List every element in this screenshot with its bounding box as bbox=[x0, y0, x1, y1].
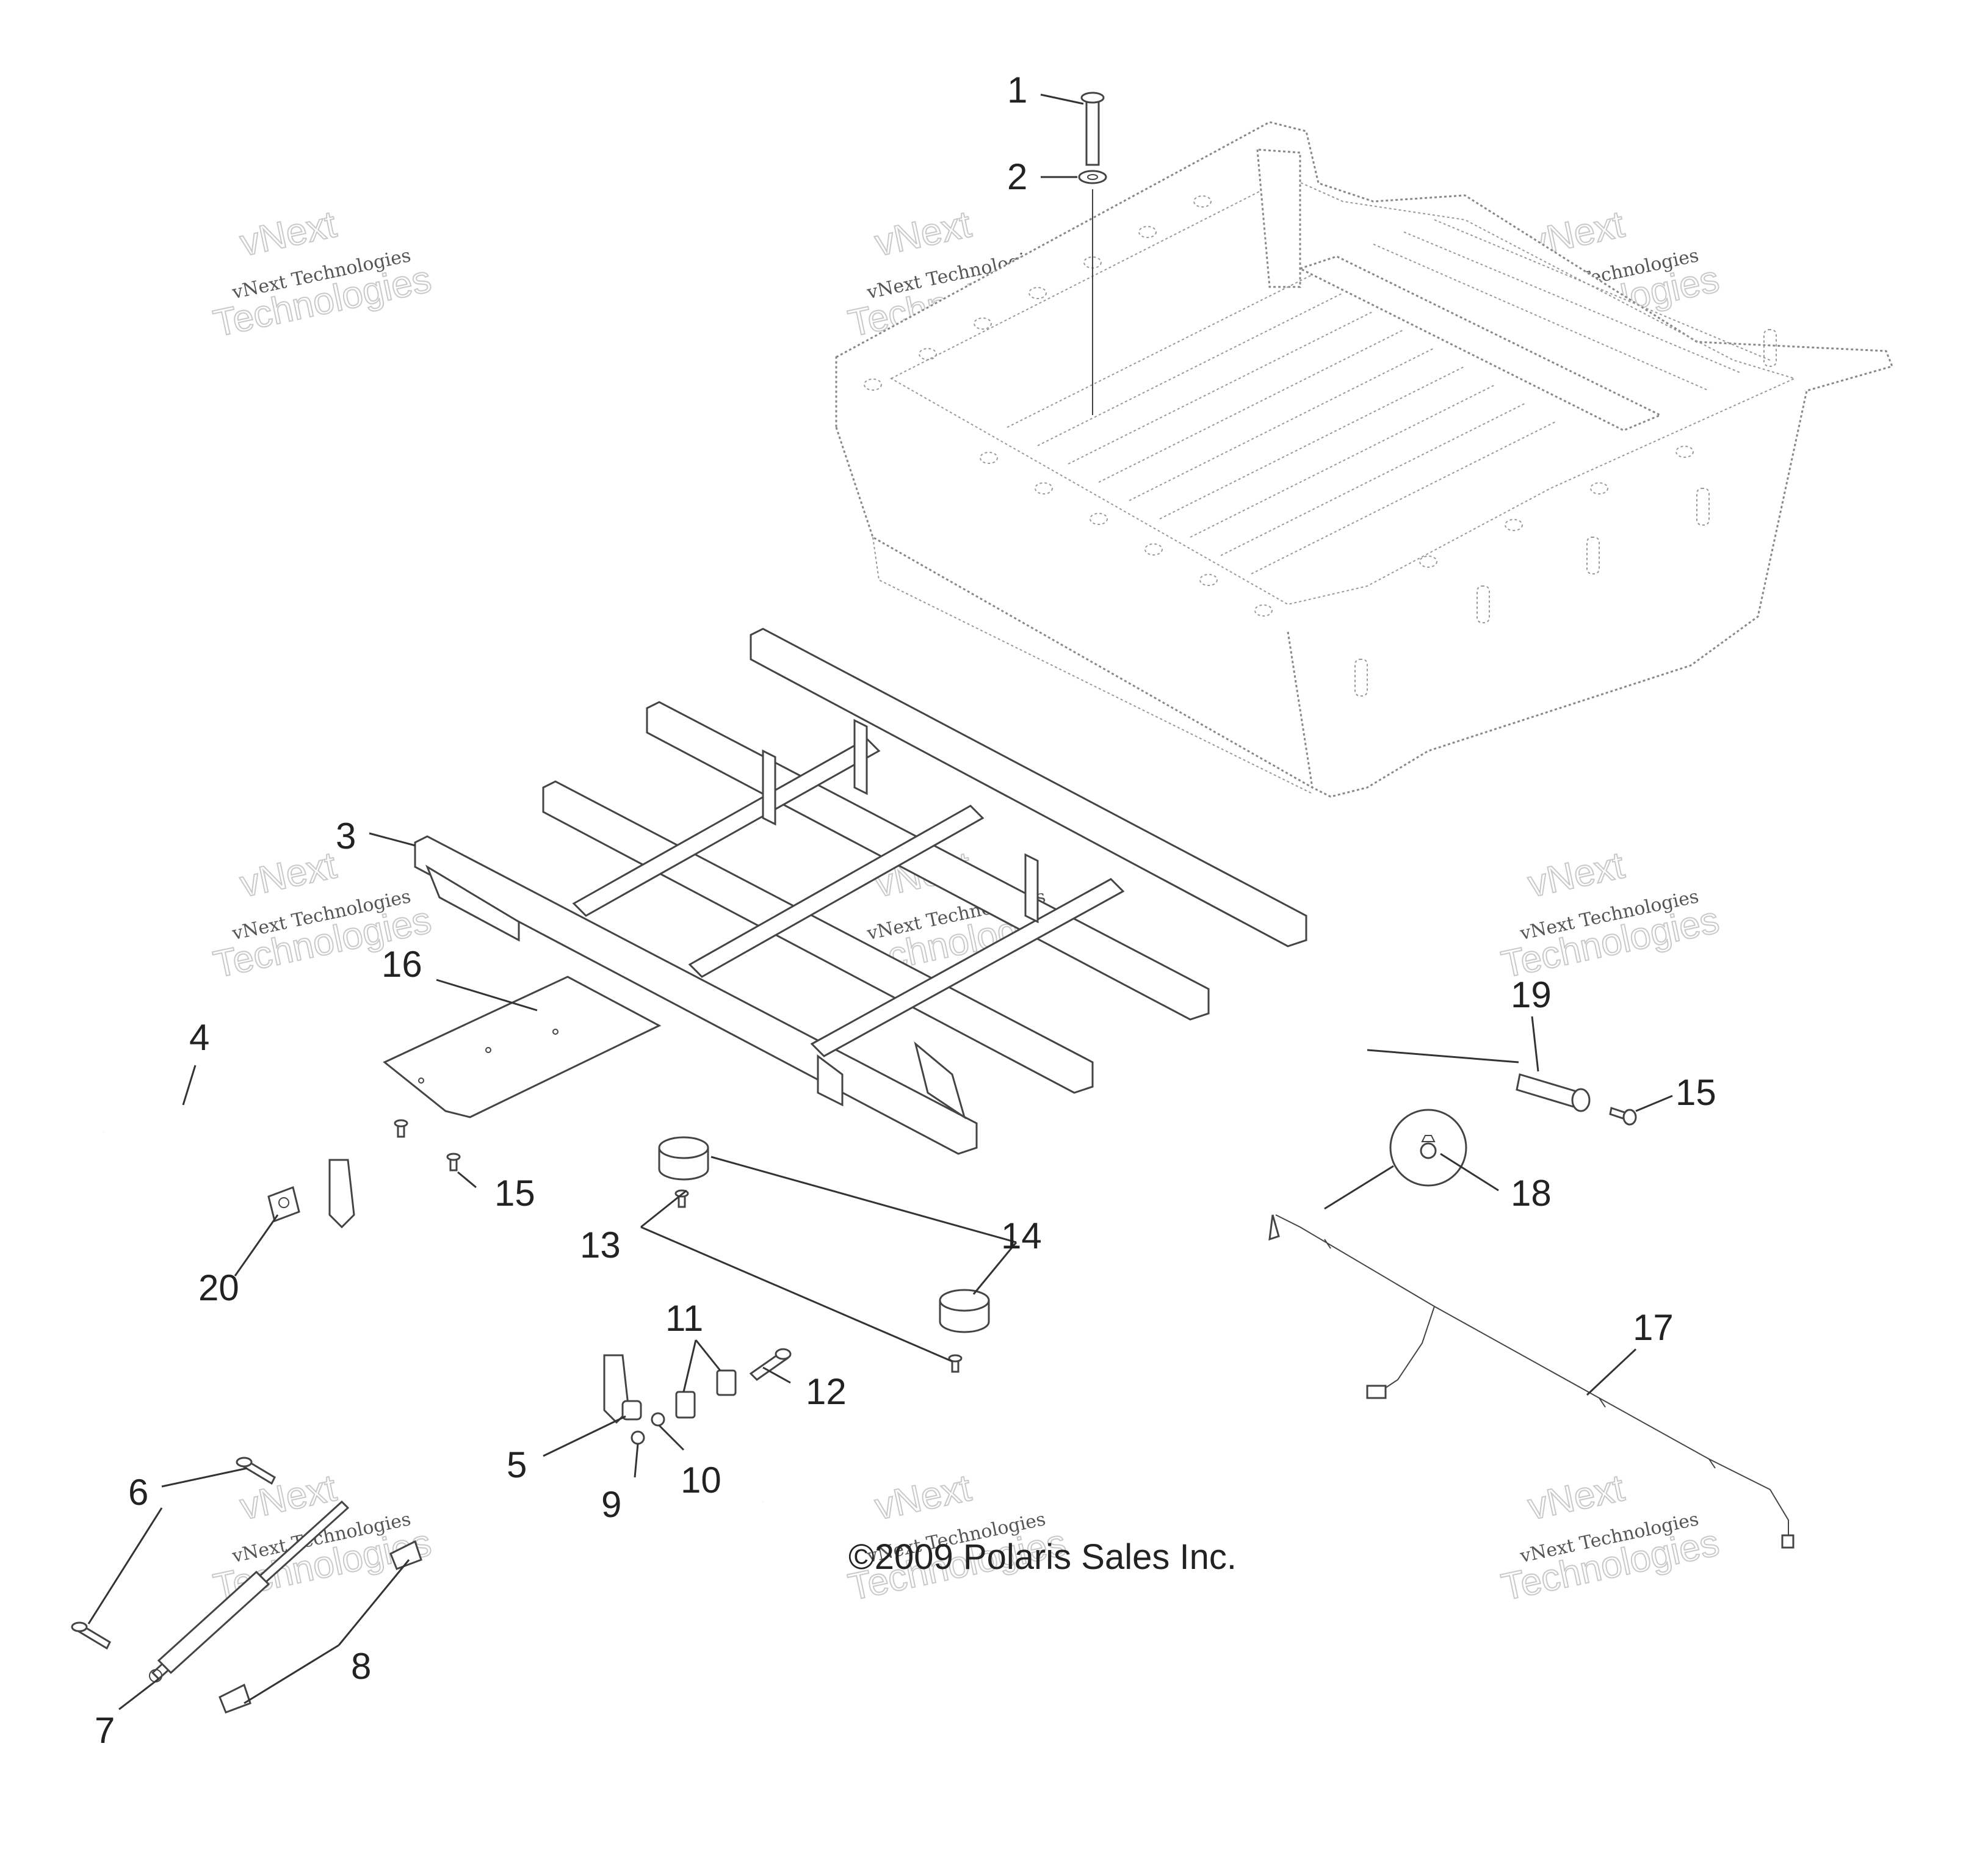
part-20-latch bbox=[267, 1186, 300, 1222]
part-2-washer bbox=[1078, 170, 1107, 184]
floor-ribs bbox=[1007, 219, 1771, 574]
callout-8: 8 bbox=[351, 1646, 371, 1687]
callout-19: 19 bbox=[1511, 974, 1552, 1015]
callout-10: 10 bbox=[681, 1460, 721, 1501]
part-18-detail bbox=[1324, 1109, 1467, 1210]
leader-lines bbox=[87, 93, 1673, 1711]
svg-text:vNext: vNext bbox=[236, 844, 339, 905]
callout-17: 17 bbox=[1633, 1307, 1674, 1348]
part-5-bushing bbox=[621, 1400, 642, 1421]
part-15-screw-right bbox=[1609, 1107, 1637, 1126]
callout-20: 20 bbox=[198, 1267, 239, 1308]
part-6-pin bbox=[71, 1457, 276, 1650]
callout-9: 9 bbox=[601, 1484, 621, 1525]
callout-11: 11 bbox=[665, 1298, 703, 1339]
watermark: vNext Technologies vNext Technologies bbox=[209, 203, 435, 346]
callout-13: 13 bbox=[580, 1225, 621, 1266]
callouts: 1 2 3 16 4 15 20 13 14 11 12 5 9 10 6 7 … bbox=[95, 70, 1716, 1751]
svg-text:vNext: vNext bbox=[871, 1467, 974, 1528]
svg-text:vNext: vNext bbox=[236, 203, 339, 264]
svg-text:vNext: vNext bbox=[1524, 844, 1627, 905]
part-3-frame bbox=[414, 628, 1307, 1155]
part-14-bumper bbox=[658, 1136, 990, 1333]
part-16-plate bbox=[383, 976, 662, 1118]
callout-6: 6 bbox=[128, 1472, 148, 1513]
watermark: vNext Technologies vNext Technologies bbox=[1497, 1466, 1723, 1609]
part-19-pin bbox=[1516, 1073, 1591, 1112]
part-11-clamp bbox=[675, 1369, 737, 1419]
part-10-washer bbox=[651, 1412, 665, 1427]
part-12-bolt bbox=[749, 1348, 792, 1381]
watermark: vNext Technologies vNext Technologies bbox=[1497, 844, 1723, 987]
callout-7: 7 bbox=[95, 1710, 115, 1751]
rim-holes bbox=[864, 195, 1694, 617]
callout-14: 14 bbox=[1001, 1215, 1042, 1256]
callout-5: 5 bbox=[507, 1444, 527, 1485]
callout-18: 18 bbox=[1511, 1173, 1552, 1214]
callout-2: 2 bbox=[1007, 156, 1027, 197]
callout-16: 16 bbox=[381, 944, 422, 985]
cargo-box bbox=[835, 121, 1894, 798]
callout-4: 4 bbox=[189, 1017, 209, 1058]
part-13-screw bbox=[674, 1189, 963, 1373]
copyright-text: ©2009 Polaris Sales Inc. bbox=[848, 1537, 1237, 1577]
callout-12: 12 bbox=[806, 1371, 847, 1412]
part-8-bracket bbox=[219, 1540, 422, 1714]
part-9-nut bbox=[631, 1430, 645, 1445]
part-1-bolt bbox=[1080, 92, 1105, 166]
part-15-screw bbox=[394, 1119, 461, 1172]
part-17-harness bbox=[1268, 1214, 1795, 1549]
svg-text:vNext: vNext bbox=[871, 203, 974, 264]
watermark: vNext Technologies vNext Technologies bbox=[844, 1466, 1070, 1609]
svg-text:vNext: vNext bbox=[1524, 1467, 1627, 1528]
callout-3: 3 bbox=[336, 816, 356, 857]
callout-15a: 15 bbox=[494, 1173, 535, 1214]
part-7-strut bbox=[149, 1500, 350, 1682]
callout-1: 1 bbox=[1007, 70, 1027, 110]
callout-15b: 15 bbox=[1675, 1072, 1716, 1113]
tie-down-loops bbox=[1354, 329, 1777, 697]
